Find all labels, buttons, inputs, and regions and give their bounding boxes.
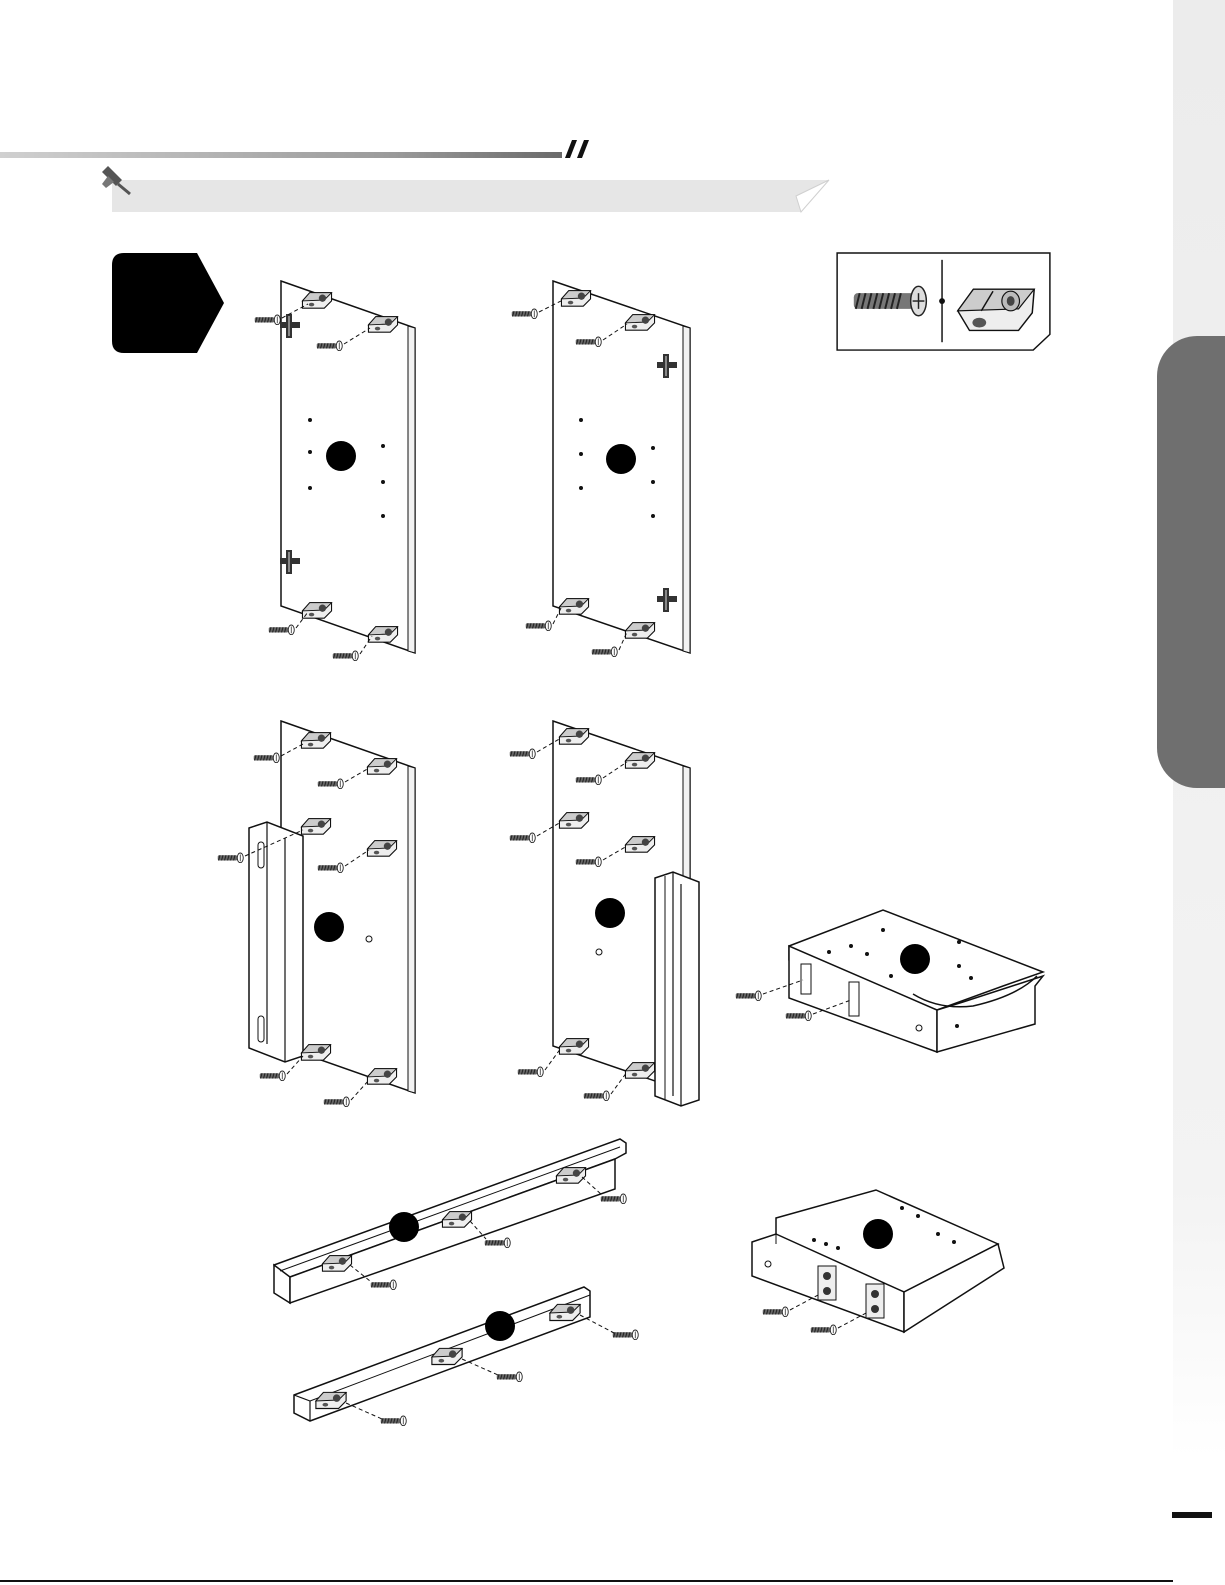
cam-connector-icon [958, 289, 1034, 330]
part-e-marker [900, 944, 930, 974]
page-number-mark [1172, 1512, 1212, 1518]
part-b-marker [606, 444, 636, 474]
header-rule [0, 152, 562, 158]
part-f-marker [389, 1212, 419, 1242]
note-banner [96, 162, 831, 218]
footer-rule [0, 1580, 1173, 1582]
side-chapter-tab [1157, 336, 1225, 788]
panel-c-diagram [215, 718, 430, 1118]
panel-a-diagram [248, 278, 428, 673]
step-number [112, 253, 197, 353]
screw-icon [255, 315, 281, 325]
long-rail-f-diagram [290, 1283, 650, 1438]
hardware-box [835, 252, 1053, 353]
header-slashes-icon [565, 138, 593, 160]
box-bottom-diagram [748, 1188, 1008, 1348]
box-top-diagram [733, 906, 1053, 1056]
right-margin-strip [1173, 0, 1225, 1585]
part-c-marker [314, 912, 344, 942]
panel-b-diagram [505, 278, 695, 673]
part-a-marker [326, 441, 356, 471]
panel-d-diagram [505, 718, 705, 1113]
part-h-marker [863, 1219, 893, 1249]
part-d-marker [595, 898, 625, 928]
part-g-marker [485, 1311, 515, 1341]
